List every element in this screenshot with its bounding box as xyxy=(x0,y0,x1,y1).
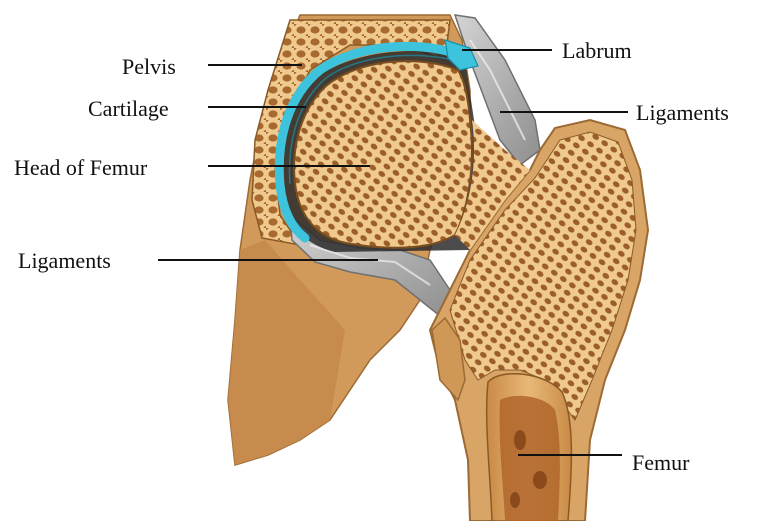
label-labrum: Labrum xyxy=(562,38,632,63)
label-femur: Femur xyxy=(632,450,690,475)
label-pelvis: Pelvis xyxy=(122,54,176,79)
label-ligaments-lower: Ligaments xyxy=(18,248,111,273)
label-cartilage: Cartilage xyxy=(88,96,169,121)
label-ligaments-upper: Ligaments xyxy=(636,100,729,125)
label-head-of-femur: Head of Femur xyxy=(14,155,148,180)
